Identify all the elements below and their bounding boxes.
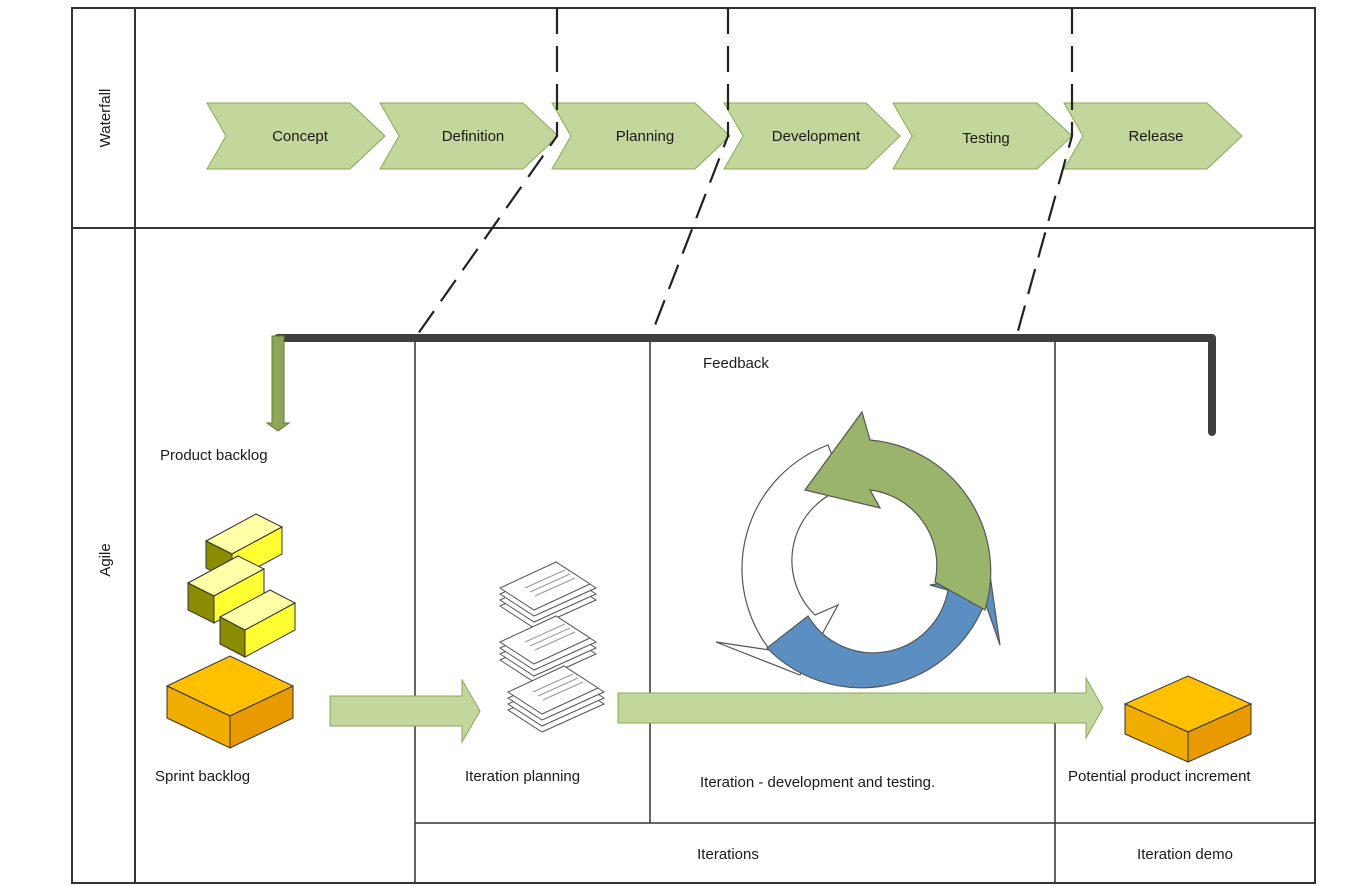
iterations-label: Iterations — [697, 846, 759, 863]
potential-increment-label: Potential product increment — [1068, 768, 1251, 785]
product-backlog-label: Product backlog — [160, 447, 268, 464]
document-stack-icon — [498, 561, 606, 733]
feedback-down-arrow — [265, 335, 291, 432]
iteration-dev-test-label: Iteration - development and testing. — [700, 774, 935, 791]
feedback-loop — [265, 334, 1216, 436]
chevron-release — [1063, 102, 1243, 170]
mapping-dashed-lines — [414, 8, 1074, 339]
phase-label: Development — [772, 128, 861, 145]
phase-label: Concept — [272, 128, 329, 145]
chevron-definition — [379, 102, 559, 170]
phase-label: Release — [1128, 128, 1183, 145]
iteration-demo-label: Iteration demo — [1137, 846, 1233, 863]
waterfall-phases — [206, 102, 1243, 170]
phase-label: Testing — [962, 130, 1010, 147]
orange-box-icon — [165, 655, 295, 749]
waterfall-lane-label: Waterfall — [97, 89, 114, 148]
waterfall-phase-labels: Concept Definition Planning Development … — [272, 128, 1183, 147]
phase-label: Planning — [616, 128, 674, 145]
phase-label: Definition — [442, 128, 505, 145]
feedback-label: Feedback — [703, 355, 769, 372]
yellow-blocks-icon — [186, 513, 297, 658]
sprint-backlog-label: Sprint backlog — [155, 768, 250, 785]
chevron-testing — [892, 102, 1073, 170]
increment-box-icon — [1123, 675, 1253, 763]
frame — [71, 7, 1316, 884]
chevron-development — [723, 102, 901, 170]
chevron-concept — [206, 102, 386, 170]
flow-arrow-to-planning — [329, 678, 481, 744]
chevron-planning — [551, 102, 731, 170]
iteration-planning-label: Iteration planning — [465, 768, 580, 785]
flow-arrow-to-increment — [617, 676, 1104, 740]
agile-lane-label: Agile — [97, 543, 114, 576]
cycle-icon — [715, 410, 1001, 689]
